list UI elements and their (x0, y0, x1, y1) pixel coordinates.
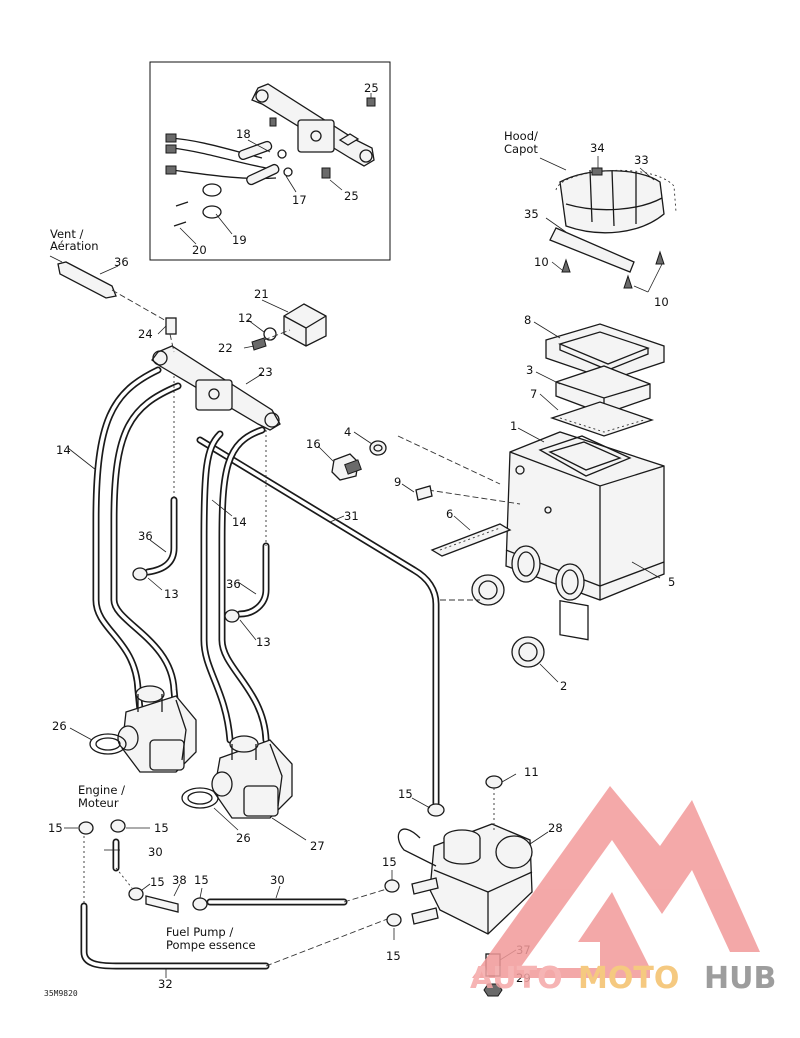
callout-label: 13 (164, 587, 179, 601)
fuel-pump-caption-line2: Pompe essence (166, 938, 256, 952)
hood-caption-line1: Hood/ (504, 129, 538, 143)
callout-label: 33 (634, 153, 649, 167)
callout-label: 15 (398, 787, 413, 801)
carburetor-right (211, 735, 293, 819)
fuel-line-30-upper (206, 887, 391, 906)
callout-label: 25 (364, 81, 379, 95)
callout-label: 10 (534, 255, 549, 269)
callout-label: 36 (226, 577, 241, 591)
callout-label: 7 (530, 387, 537, 401)
callout-label: 15 (382, 855, 397, 869)
air-filter-frame (545, 323, 665, 381)
rail-leaders (157, 299, 289, 385)
fuel-hose-left (67, 366, 182, 714)
callout-label: 25 (344, 189, 359, 203)
callout-label: 6 (446, 507, 453, 521)
inset-clamps (173, 97, 376, 227)
airbox-sleeves (471, 574, 545, 668)
fuel-pump (397, 823, 533, 935)
callout-label: 36 (114, 255, 129, 269)
callout-label: 8 (524, 313, 531, 327)
air-box-gasket (430, 523, 512, 557)
callout-label: 10 (654, 295, 669, 309)
callout-label: 31 (344, 509, 359, 523)
inset-frame (149, 61, 391, 261)
callout-label: 15 (150, 875, 165, 889)
callout-label: 17 (292, 193, 307, 207)
carburetor-left (117, 685, 197, 773)
logo-text-moto: MOTO (578, 961, 679, 996)
callout-label: 35 (524, 207, 539, 221)
watermark-logo: AUTO MOTO HUB (470, 786, 776, 996)
hood-cover (549, 167, 677, 289)
callout-label: 30 (270, 873, 285, 887)
logo-triangle-icon (472, 786, 760, 978)
carburetor-clamps (69, 727, 307, 841)
callout-label: 26 (52, 719, 67, 733)
drain-hose-2 (224, 430, 270, 641)
callout-label: 3 (526, 363, 533, 377)
callout-label: 30 (148, 845, 163, 859)
hood-caption-line2: Capot (504, 142, 538, 156)
air-filter-element (555, 365, 651, 415)
callout-label: 19 (232, 233, 247, 247)
breather-hose (196, 436, 440, 808)
engine-caption-line2: Moteur (78, 796, 119, 810)
fuel-pump-caption-line1: Fuel Pump / (166, 925, 233, 939)
fuel-line-clamps (64, 797, 445, 978)
inset-leaders (179, 93, 372, 245)
callout-label: 32 (158, 977, 173, 991)
fuel-line-32 (80, 836, 391, 970)
vent-hose (49, 255, 169, 323)
vent-caption-line1: Vent / (50, 227, 84, 241)
fuel-line-30-lower (112, 838, 133, 889)
callout-label: 13 (256, 635, 271, 649)
vent-caption-line2: Aération (50, 239, 99, 253)
callout-label: 11 (524, 765, 539, 779)
callout-label: 15 (48, 821, 63, 835)
callout-label: 21 (254, 287, 269, 301)
callout-label: 38 (172, 873, 187, 887)
sensor (317, 431, 433, 501)
callout-label: 24 (138, 327, 153, 341)
callout-label: 4 (344, 425, 351, 439)
callout-label: 20 (192, 243, 207, 257)
air-filter-screen (549, 401, 655, 437)
fuel-rail (151, 317, 281, 431)
callout-label: 2 (560, 679, 567, 693)
callout-label: 34 (590, 141, 605, 155)
air-box (505, 431, 665, 641)
inset-fuel-rail (251, 83, 375, 167)
callout-label: 15 (154, 821, 169, 835)
callout-label: 12 (238, 311, 253, 325)
callout-label: 14 (232, 515, 247, 529)
callout-label: 28 (548, 821, 563, 835)
callout-label: 18 (236, 127, 251, 141)
callout-label: 15 (194, 873, 209, 887)
callout-label: 23 (258, 365, 273, 379)
hood-leaders (539, 156, 663, 293)
callout-label: 22 (218, 341, 233, 355)
figure-code: 35M9820 (44, 989, 78, 998)
fuel-rail-bracket (251, 303, 327, 351)
engine-caption-line1: Engine / (78, 783, 125, 797)
logo-text-hub: HUB (704, 961, 776, 996)
callout-label: 26 (236, 831, 251, 845)
callout-label: 15 (386, 949, 401, 963)
logo-text-auto: AUTO (470, 961, 563, 996)
airbox-leaders (397, 321, 661, 683)
callout-label: 5 (668, 575, 675, 589)
inset-injector-wires (165, 133, 293, 186)
callout-label: 36 (138, 529, 153, 543)
callout-label: 1 (510, 419, 517, 433)
callout-label: 14 (56, 443, 71, 457)
drain-hose-1 (132, 376, 178, 591)
callouts: 25 18 17 25 19 20 34 33 35 10 10 36 21 2… (48, 81, 675, 991)
callout-label: 16 (306, 437, 321, 451)
fuel-hose-right (200, 426, 270, 744)
callout-label: 9 (394, 475, 401, 489)
callout-label: 27 (310, 839, 325, 853)
